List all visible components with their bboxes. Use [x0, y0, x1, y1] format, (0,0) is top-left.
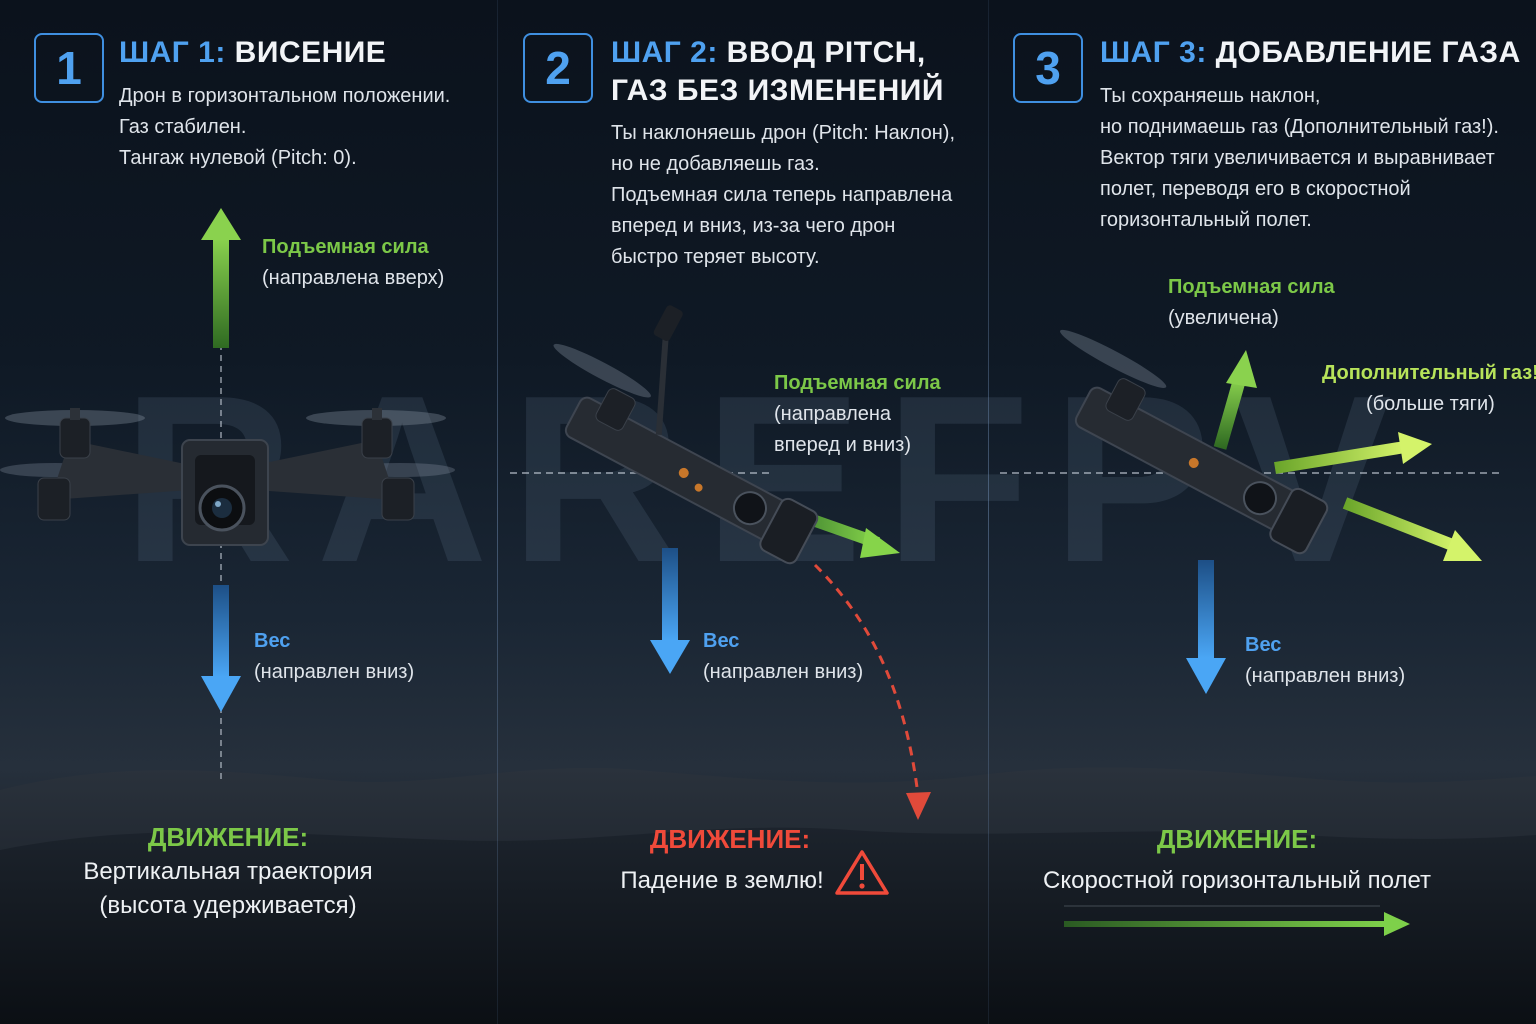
drone-icon [1020, 324, 1346, 556]
drone-icon [0, 408, 455, 545]
step-3-weight-arrow [1186, 560, 1226, 694]
step-3-lift-arrow [1220, 350, 1257, 448]
step-2-fall-trajectory [815, 565, 918, 795]
step-1-lift-arrow [201, 208, 241, 348]
step-2-fall-arrowhead [906, 792, 931, 820]
step-3-forward-thrust-arrow [1345, 503, 1482, 561]
warning-triangle-icon [837, 852, 887, 893]
step-2-weight-arrow [650, 548, 690, 674]
step-1-weight-arrow [201, 585, 241, 712]
step-3-motion-arrow [1064, 906, 1410, 936]
step-3-extra-throttle-arrow [1275, 432, 1432, 468]
